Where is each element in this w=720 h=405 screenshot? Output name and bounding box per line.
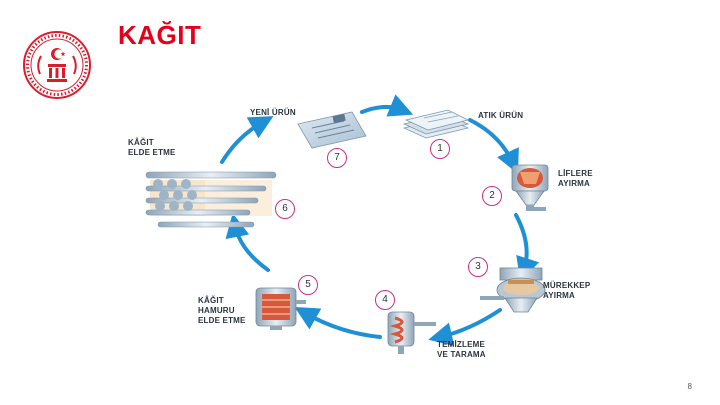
step-4-badge: 4 xyxy=(375,290,395,310)
arrow-5-to-6 xyxy=(225,213,270,272)
cleaning-screen-icon xyxy=(387,311,436,354)
step-4-label: TEMİZLEME VE TARAMA xyxy=(437,340,486,359)
step-3-label: MÜREKKEP AYIRMA xyxy=(543,281,591,300)
step-1-badge: 1 xyxy=(430,139,450,159)
step-2-label: LİFLERE AYIRMA xyxy=(558,169,593,188)
page-title: KAĞIT xyxy=(118,20,202,50)
ministry-seal-icon xyxy=(23,31,91,99)
step-7-label: YENİ ÜRÜN xyxy=(250,108,296,117)
stacked-paper-icon xyxy=(402,109,470,139)
pulp-machine-icon xyxy=(255,287,306,330)
new-paper-product-icon xyxy=(297,111,367,149)
arrow-3-to-4 xyxy=(428,308,502,346)
step-6-label: KÂĞIT ELDE ETME xyxy=(128,138,176,157)
paper-machine-rollers-icon xyxy=(145,171,277,228)
step-5-label: KÂĞIT HAMURU ELDE ETME xyxy=(198,296,246,325)
step-1-label: ATIK ÜRÜN xyxy=(478,111,524,120)
arrow-4-to-5 xyxy=(294,307,382,339)
arrow-6-to-7 xyxy=(220,116,274,164)
step-5-badge: 5 xyxy=(298,275,318,295)
step-6-badge: 6 xyxy=(275,199,295,219)
cycle-arrows xyxy=(220,94,540,346)
step-2-badge: 2 xyxy=(482,186,502,206)
page-number: 8 xyxy=(687,382,692,391)
step-3-badge: 3 xyxy=(468,257,488,277)
arrow-2-to-3 xyxy=(514,213,540,282)
pulper-tank-icon xyxy=(511,164,549,211)
deinking-tank-icon xyxy=(480,267,546,313)
arrow-1-to-2 xyxy=(468,118,519,174)
arrow-7-to-1 xyxy=(360,94,414,117)
step-7-badge: 7 xyxy=(327,148,347,168)
